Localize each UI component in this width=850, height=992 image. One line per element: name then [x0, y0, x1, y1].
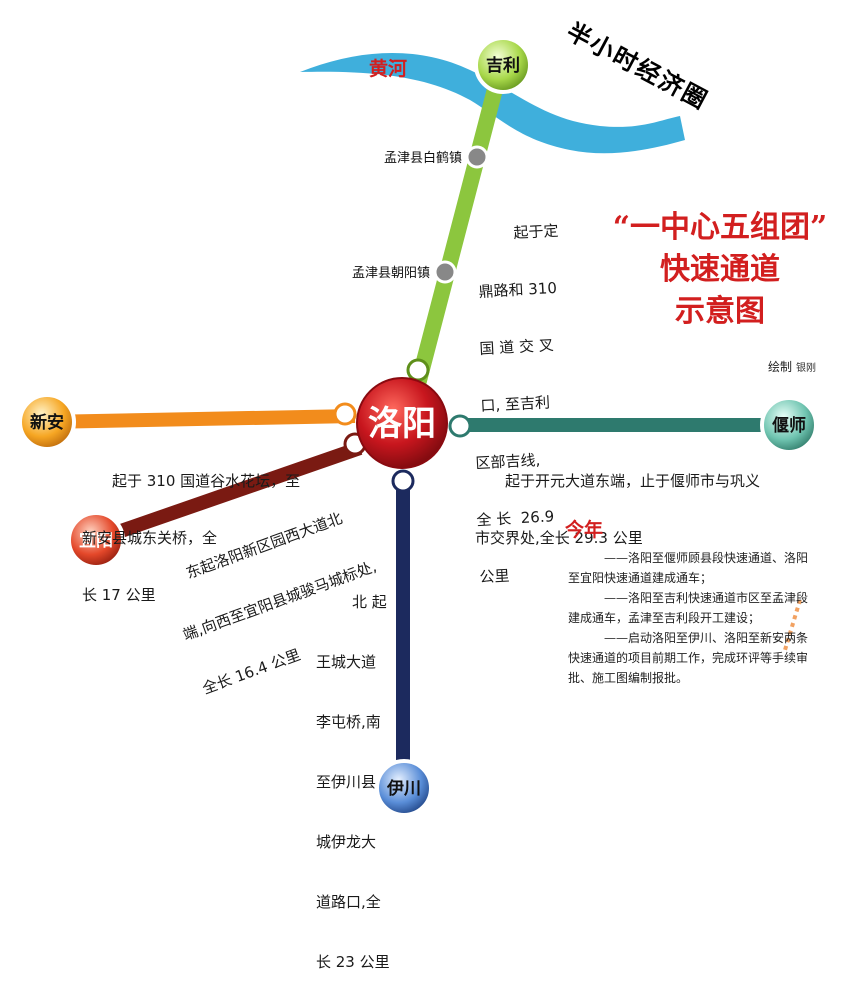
route-map: 洛阳 吉利 新安 宜阳 偃师 伊川 黄河 孟津县白鹤镇 孟津县朝阳镇: [18, 36, 818, 817]
main-title-line1: “一中心五组团”: [612, 210, 828, 245]
east-connector-node: [448, 414, 472, 438]
south-route-description: 北 起 王城大道 李屯桥,南 至伊川县 城伊龙大 道路口,全 长 23 公里: [316, 593, 390, 971]
xinan-label: 新安: [30, 412, 64, 433]
chaoyang-town-marker: [433, 260, 457, 284]
south-connector-node: [391, 469, 415, 493]
jili-node: [474, 36, 532, 94]
north-connector-node: [406, 358, 430, 382]
baihe-town-marker: [465, 145, 489, 169]
river-label: 黄河: [369, 57, 407, 80]
jili-label: 吉利: [486, 55, 520, 76]
hub-label: 洛阳: [368, 404, 436, 444]
west-connector-node: [333, 402, 357, 426]
note-item: ——洛阳至吉利快速通道市区至孟津段建成通车，孟津至吉利段开工建设；: [568, 591, 809, 625]
notes-list: ——洛阳至偃师顾县段快速通道、洛阳至宜阳快速通道建成通车； ——洛阳至吉利快速通…: [568, 548, 810, 688]
luoyang-hub: [356, 377, 448, 469]
credit-name: 银刚: [796, 363, 817, 374]
xinan-node: [18, 393, 76, 451]
southwest-route-line: [92, 441, 363, 547]
note-item: ——洛阳至偃师顾县段快速通道、洛阳至宜阳快速通道建成通车；: [568, 551, 809, 585]
yiyang-label: 宜阳: [79, 530, 113, 551]
notes-heading: 今年: [565, 519, 604, 541]
east-route-description: 起于开元大道东端，止于偃师市与巩义 市交界处,全长 29.3 公里: [475, 472, 761, 547]
chaoyang-town-label: 孟津县朝阳镇: [352, 266, 430, 281]
west-route-line: [44, 409, 356, 429]
yichuan-label: 伊川: [386, 778, 421, 799]
credit: 绘制银刚: [768, 358, 816, 375]
yanshi-label: 偃师: [772, 415, 806, 436]
north-route-line: [402, 62, 508, 423]
yichuan-node: [375, 759, 433, 817]
credit-label: 绘制: [768, 360, 793, 374]
baihe-town-label: 孟津县白鹤镇: [384, 150, 462, 166]
main-title-line2: 快速通道: [660, 252, 780, 287]
yiyang-node: [67, 511, 125, 569]
yanshi-node: [760, 396, 818, 454]
note-item: ——启动洛阳至伊川、洛阳至新安两条快速通道的项目前期工作，完成环评等手续审批、施…: [568, 631, 809, 685]
west-route-description: 起于 310 国道谷水花坛，至 新安县城东关桥，全 长 17 公里: [82, 472, 301, 604]
main-title-line3: 示意图: [675, 294, 765, 329]
decorative-dashed-arc: [783, 599, 802, 651]
